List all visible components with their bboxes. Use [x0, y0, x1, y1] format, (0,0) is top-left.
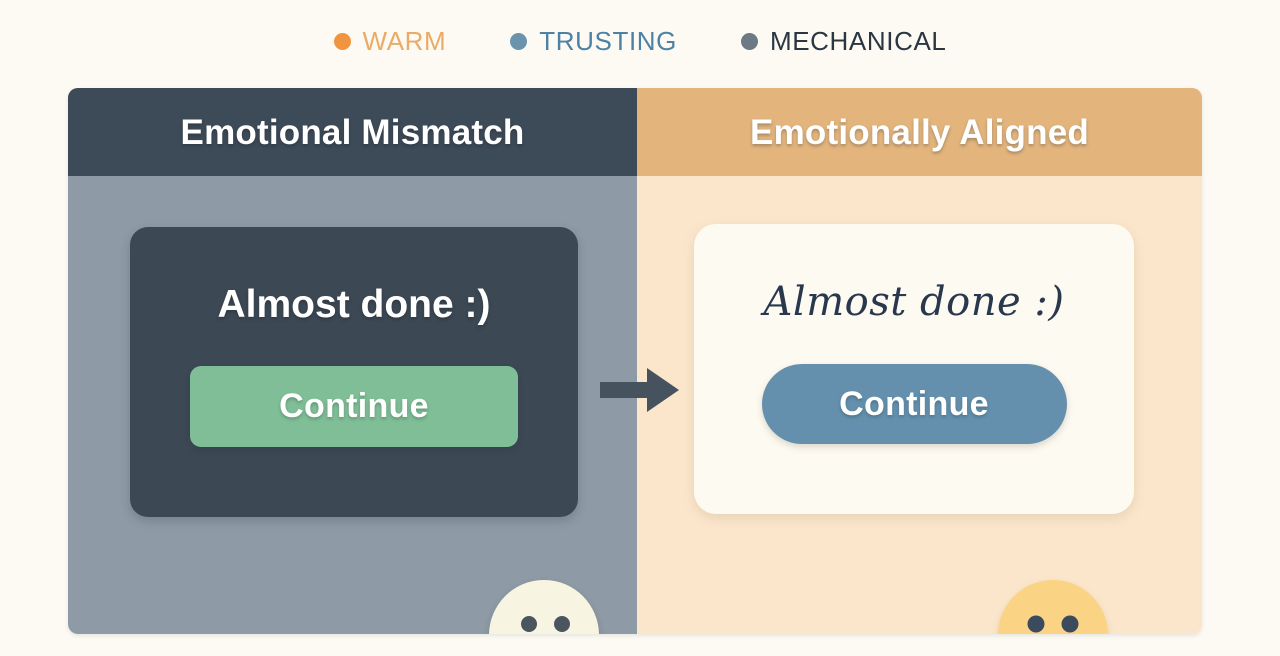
card-message-right: Almost done :): [763, 279, 1065, 325]
panel-body-left: Almost done :) Continue: [68, 176, 637, 634]
circle-dot-icon: [510, 32, 528, 50]
legend-item-warm: WARM: [333, 26, 447, 56]
continue-button-mismatch[interactable]: Continue: [190, 366, 518, 447]
frowning-face-icon: [489, 580, 599, 634]
legend-label-mechanical: MECHANICAL: [769, 26, 947, 56]
panel-header-left: Emotional Mismatch: [68, 88, 637, 176]
legend-item-trusting: TRUSTING: [510, 28, 677, 54]
mock-ui-card-mismatch: Almost done :) Continue: [130, 227, 578, 517]
mock-ui-card-aligned: Almost done :) Continue: [694, 224, 1134, 514]
continue-button-aligned[interactable]: Continue: [761, 364, 1067, 444]
panel-title-emotionally-aligned: Emotionally Aligned: [750, 112, 1089, 152]
legend-label-trusting: TRUSTING: [539, 26, 677, 56]
circle-dot-icon: [333, 32, 351, 50]
card-message-left: Almost done :): [217, 283, 491, 326]
legend-label-warm: WARM: [362, 26, 447, 56]
panel-body-right: Almost done :) Continue: [637, 176, 1202, 634]
panel-title-emotional-mismatch: Emotional Mismatch: [180, 112, 525, 152]
panel-emotionally-aligned: Emotionally Aligned Almost done :) Conti…: [637, 88, 1202, 634]
circle-dot-icon: [740, 32, 758, 50]
panel-emotional-mismatch: Emotional Mismatch Almost done :) Contin…: [68, 88, 637, 634]
legend: WARM TRUSTING MECHANICAL: [0, 18, 1280, 64]
panel-header-right: Emotionally Aligned: [637, 88, 1202, 176]
comparison-board: Emotional Mismatch Almost done :) Contin…: [68, 88, 1202, 634]
smiling-face-icon: [998, 580, 1108, 634]
arrow-right-icon: [600, 366, 680, 414]
legend-item-mechanical: MECHANICAL: [740, 26, 947, 56]
